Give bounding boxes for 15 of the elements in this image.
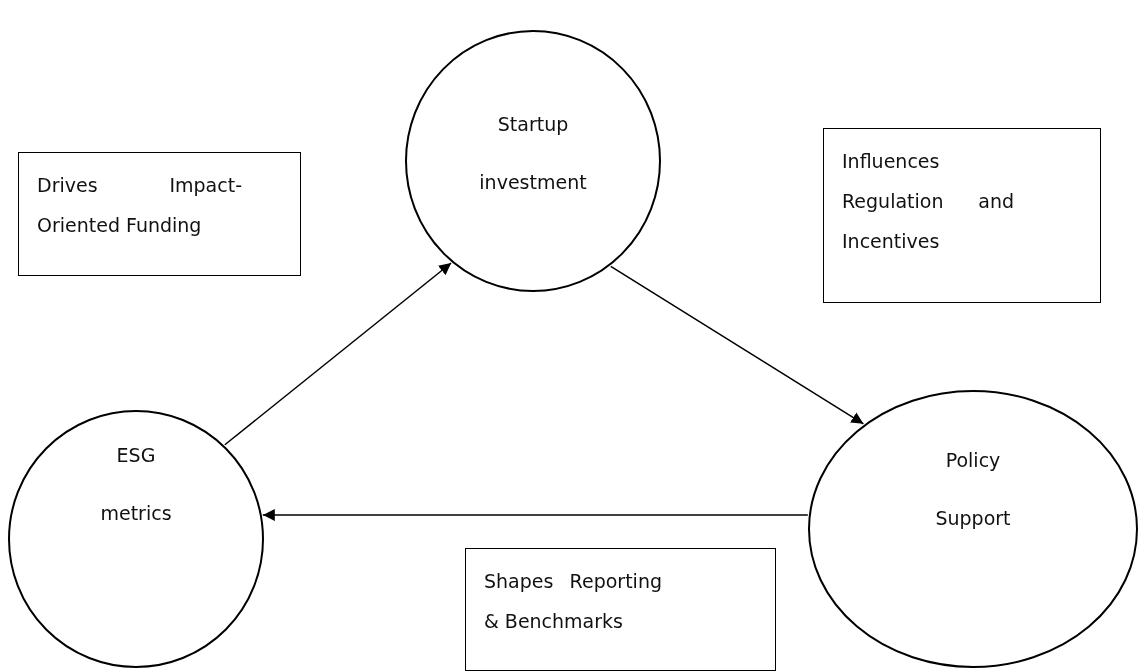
node-label: ESG metrics: [99, 443, 173, 526]
node-label: Influences Regulation and Incentives: [842, 149, 1014, 254]
node-label: Startup investment: [478, 112, 588, 195]
arrow: [610, 265, 865, 425]
circle-node: [808, 390, 1138, 668]
node-label: Policy Support: [934, 448, 1012, 531]
text-box: [18, 152, 301, 276]
circle-node: [405, 30, 661, 292]
text-box: [823, 128, 1101, 303]
arrow: [262, 509, 809, 521]
node-label: Shapes Reporting & Benchmarks: [484, 569, 662, 634]
text-box: [465, 548, 776, 671]
circle-node: [8, 410, 264, 668]
arrow: [224, 262, 452, 446]
node-label: Drives Impact-Oriented Funding: [37, 173, 242, 238]
